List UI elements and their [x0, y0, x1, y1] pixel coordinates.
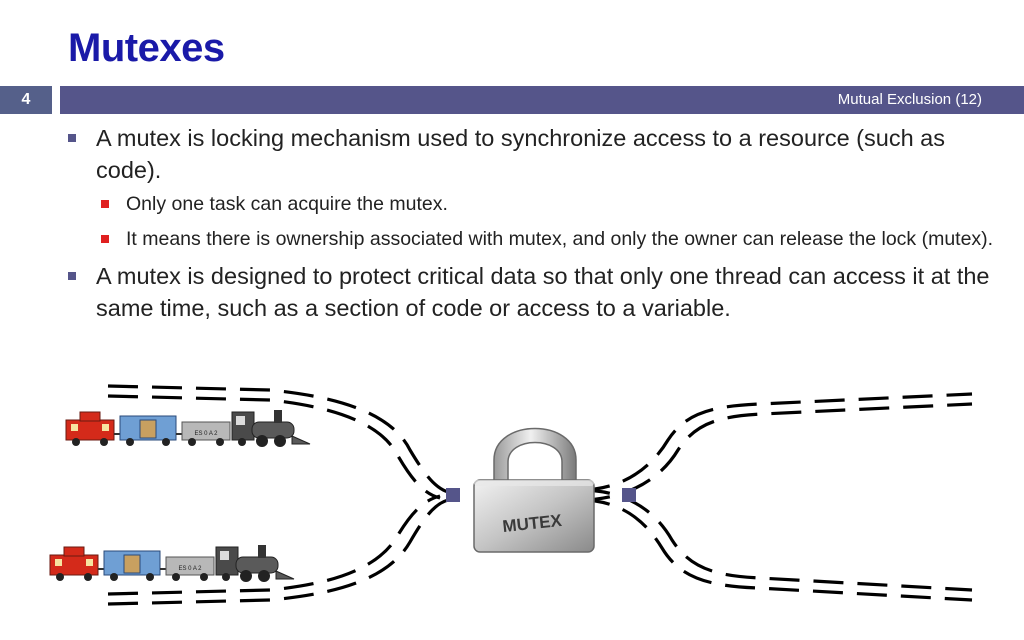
- track-bottom-left: [107, 494, 449, 606]
- junction-right: [622, 488, 636, 502]
- sub-bullet-text: Only one task can acquire the mutex.: [126, 193, 448, 215]
- bullet-marker: [68, 134, 76, 142]
- train-bottom: ES 0 A 2: [49, 545, 295, 582]
- header-bar: Mutual Exclusion (12): [60, 86, 1024, 114]
- sub-bullet-marker: [101, 235, 109, 243]
- sub-bullet-marker: [101, 200, 109, 208]
- track-top-left: [107, 384, 449, 500]
- bullet-text: A mutex is locking mechanism used to syn…: [96, 125, 945, 183]
- track-bottom-right: [579, 488, 973, 602]
- bullet-list: A mutex is locking mechanism used to syn…: [60, 122, 1000, 328]
- junction-left: [446, 488, 460, 502]
- locomotive-icon: [231, 410, 311, 447]
- locomotive-icon: [215, 545, 295, 582]
- caboose-icon: [65, 411, 115, 446]
- padlock-icon: MUTEX: [473, 427, 595, 553]
- bullet-item: A mutex is locking mechanism used to syn…: [60, 122, 1000, 186]
- train-plate: ES 0 A 2: [178, 566, 202, 572]
- sub-bullet-text: It means there is ownership associated w…: [126, 228, 994, 250]
- track-top-right: [579, 392, 973, 502]
- tender-icon: ES 0 A 2: [165, 556, 215, 581]
- boxcar-icon: [119, 415, 177, 446]
- sub-bullet-item: Only one task can acquire the mutex.: [60, 190, 1000, 218]
- slide-title: Mutexes: [68, 26, 225, 70]
- train-plate: ES 0 A 2: [194, 431, 218, 437]
- bullet-item: A mutex is designed to protect critical …: [60, 260, 1000, 324]
- tender-icon: ES 0 A 2: [181, 421, 231, 446]
- section-label: Mutual Exclusion (12): [837, 91, 982, 108]
- boxcar-icon: [103, 550, 161, 581]
- slide-number: 4: [0, 86, 52, 114]
- mutex-illustration: MUTEX ES 0 A 2: [49, 384, 973, 606]
- train-top: ES 0 A 2: [65, 410, 311, 447]
- caboose-icon: [49, 546, 99, 581]
- bullet-marker: [68, 272, 76, 280]
- sub-bullet-item: It means there is ownership associated w…: [60, 225, 1000, 253]
- bullet-text: A mutex is designed to protect critical …: [96, 263, 990, 321]
